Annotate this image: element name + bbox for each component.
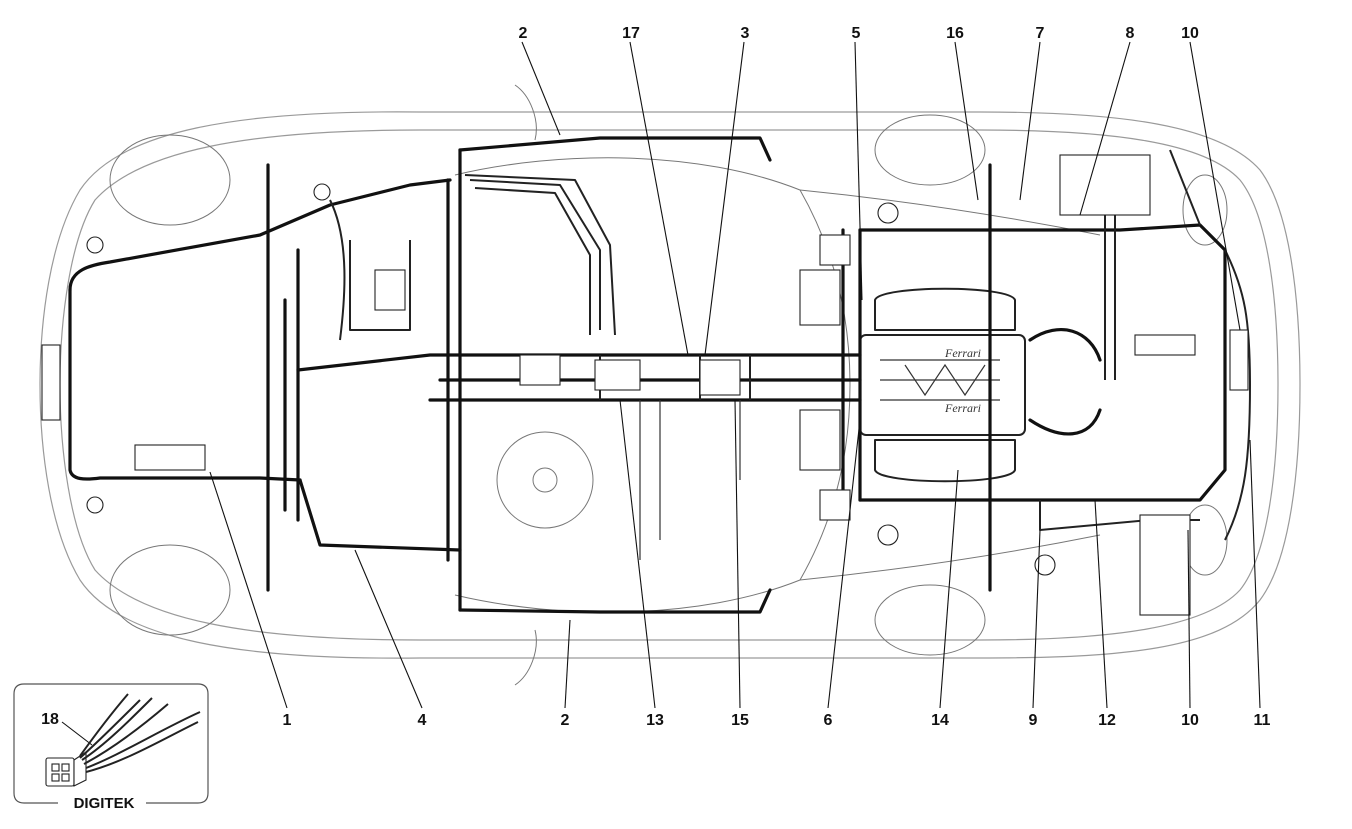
callout-top-10: 10 [1181,25,1199,42]
digitek-inset: DIGITEK 18 [13,683,209,812]
main-harness [68,136,1251,614]
leader-lines [209,41,1261,709]
callout-bottom-13: 13 [646,712,664,729]
callout-bottom-4: 4 [418,712,427,729]
callout-bottom-9: 9 [1029,712,1038,729]
callout-top-2: 2 [519,25,528,42]
callout-top-8: 8 [1126,25,1135,42]
digitek-label: DIGITEK [74,795,135,812]
callout-bottom-6: 6 [824,712,833,729]
engine-block: Ferrari Ferrari [859,287,1102,483]
callout-bottom-10: 10 [1181,712,1199,729]
callouts-bottom: 1 4 2 13 15 6 14 9 12 10 11 [283,712,1271,729]
callout-bottom-14: 14 [931,712,949,729]
callout-top-16: 16 [946,25,964,42]
connectors [41,154,1249,616]
callout-bottom-11: 11 [1254,712,1271,729]
callout-bottom-2: 2 [561,712,570,729]
callout-bottom-1: 1 [283,712,292,729]
callout-18: 18 [41,711,59,728]
callout-top-3: 3 [741,25,750,42]
callout-top-17: 17 [622,25,640,42]
callouts-top: 2 17 3 5 16 7 8 10 [519,25,1199,42]
engine-logo-top: Ferrari [944,346,981,360]
car-body-outline [39,84,1301,686]
callout-top-5: 5 [852,25,861,42]
callout-bottom-15: 15 [731,712,749,729]
callout-top-7: 7 [1036,25,1045,42]
callout-bottom-12: 12 [1098,712,1116,729]
engine-logo-bottom: Ferrari [944,401,981,415]
